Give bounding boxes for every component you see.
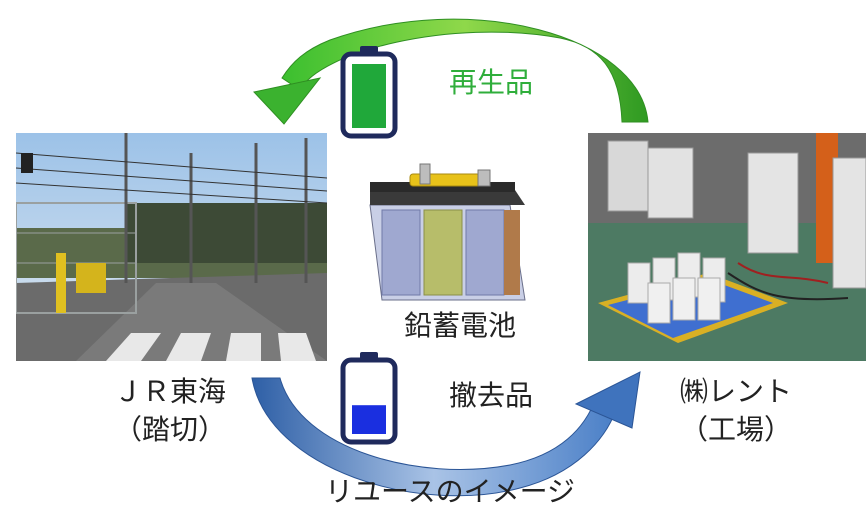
factory-photo bbox=[588, 133, 866, 361]
railway-crossing-photo bbox=[16, 133, 327, 361]
blue-arrowhead bbox=[574, 371, 641, 429]
battery-full-icon bbox=[340, 46, 398, 139]
battery-partial-icon bbox=[340, 352, 398, 445]
removed-label: 撤去品 bbox=[448, 379, 533, 412]
reuse-caption: リユースのイメージ bbox=[324, 475, 576, 508]
lead-acid-battery-image bbox=[369, 163, 526, 301]
right-site-name: ㈱レント bbox=[679, 375, 792, 408]
factory-illustration bbox=[588, 133, 866, 361]
battery-full-fill bbox=[352, 64, 386, 128]
left-site-name: ＪＲ東海 bbox=[113, 375, 226, 408]
railway-crossing-illustration bbox=[16, 133, 327, 361]
recycled-label: 再生品 bbox=[448, 66, 533, 99]
left-site-detail: （踏切） bbox=[113, 413, 226, 446]
green-arrowhead bbox=[253, 77, 322, 125]
right-site-detail: （工場） bbox=[679, 413, 792, 446]
battery-partial-fill bbox=[352, 405, 386, 434]
battery-label: 鉛蓄電池 bbox=[403, 309, 516, 342]
